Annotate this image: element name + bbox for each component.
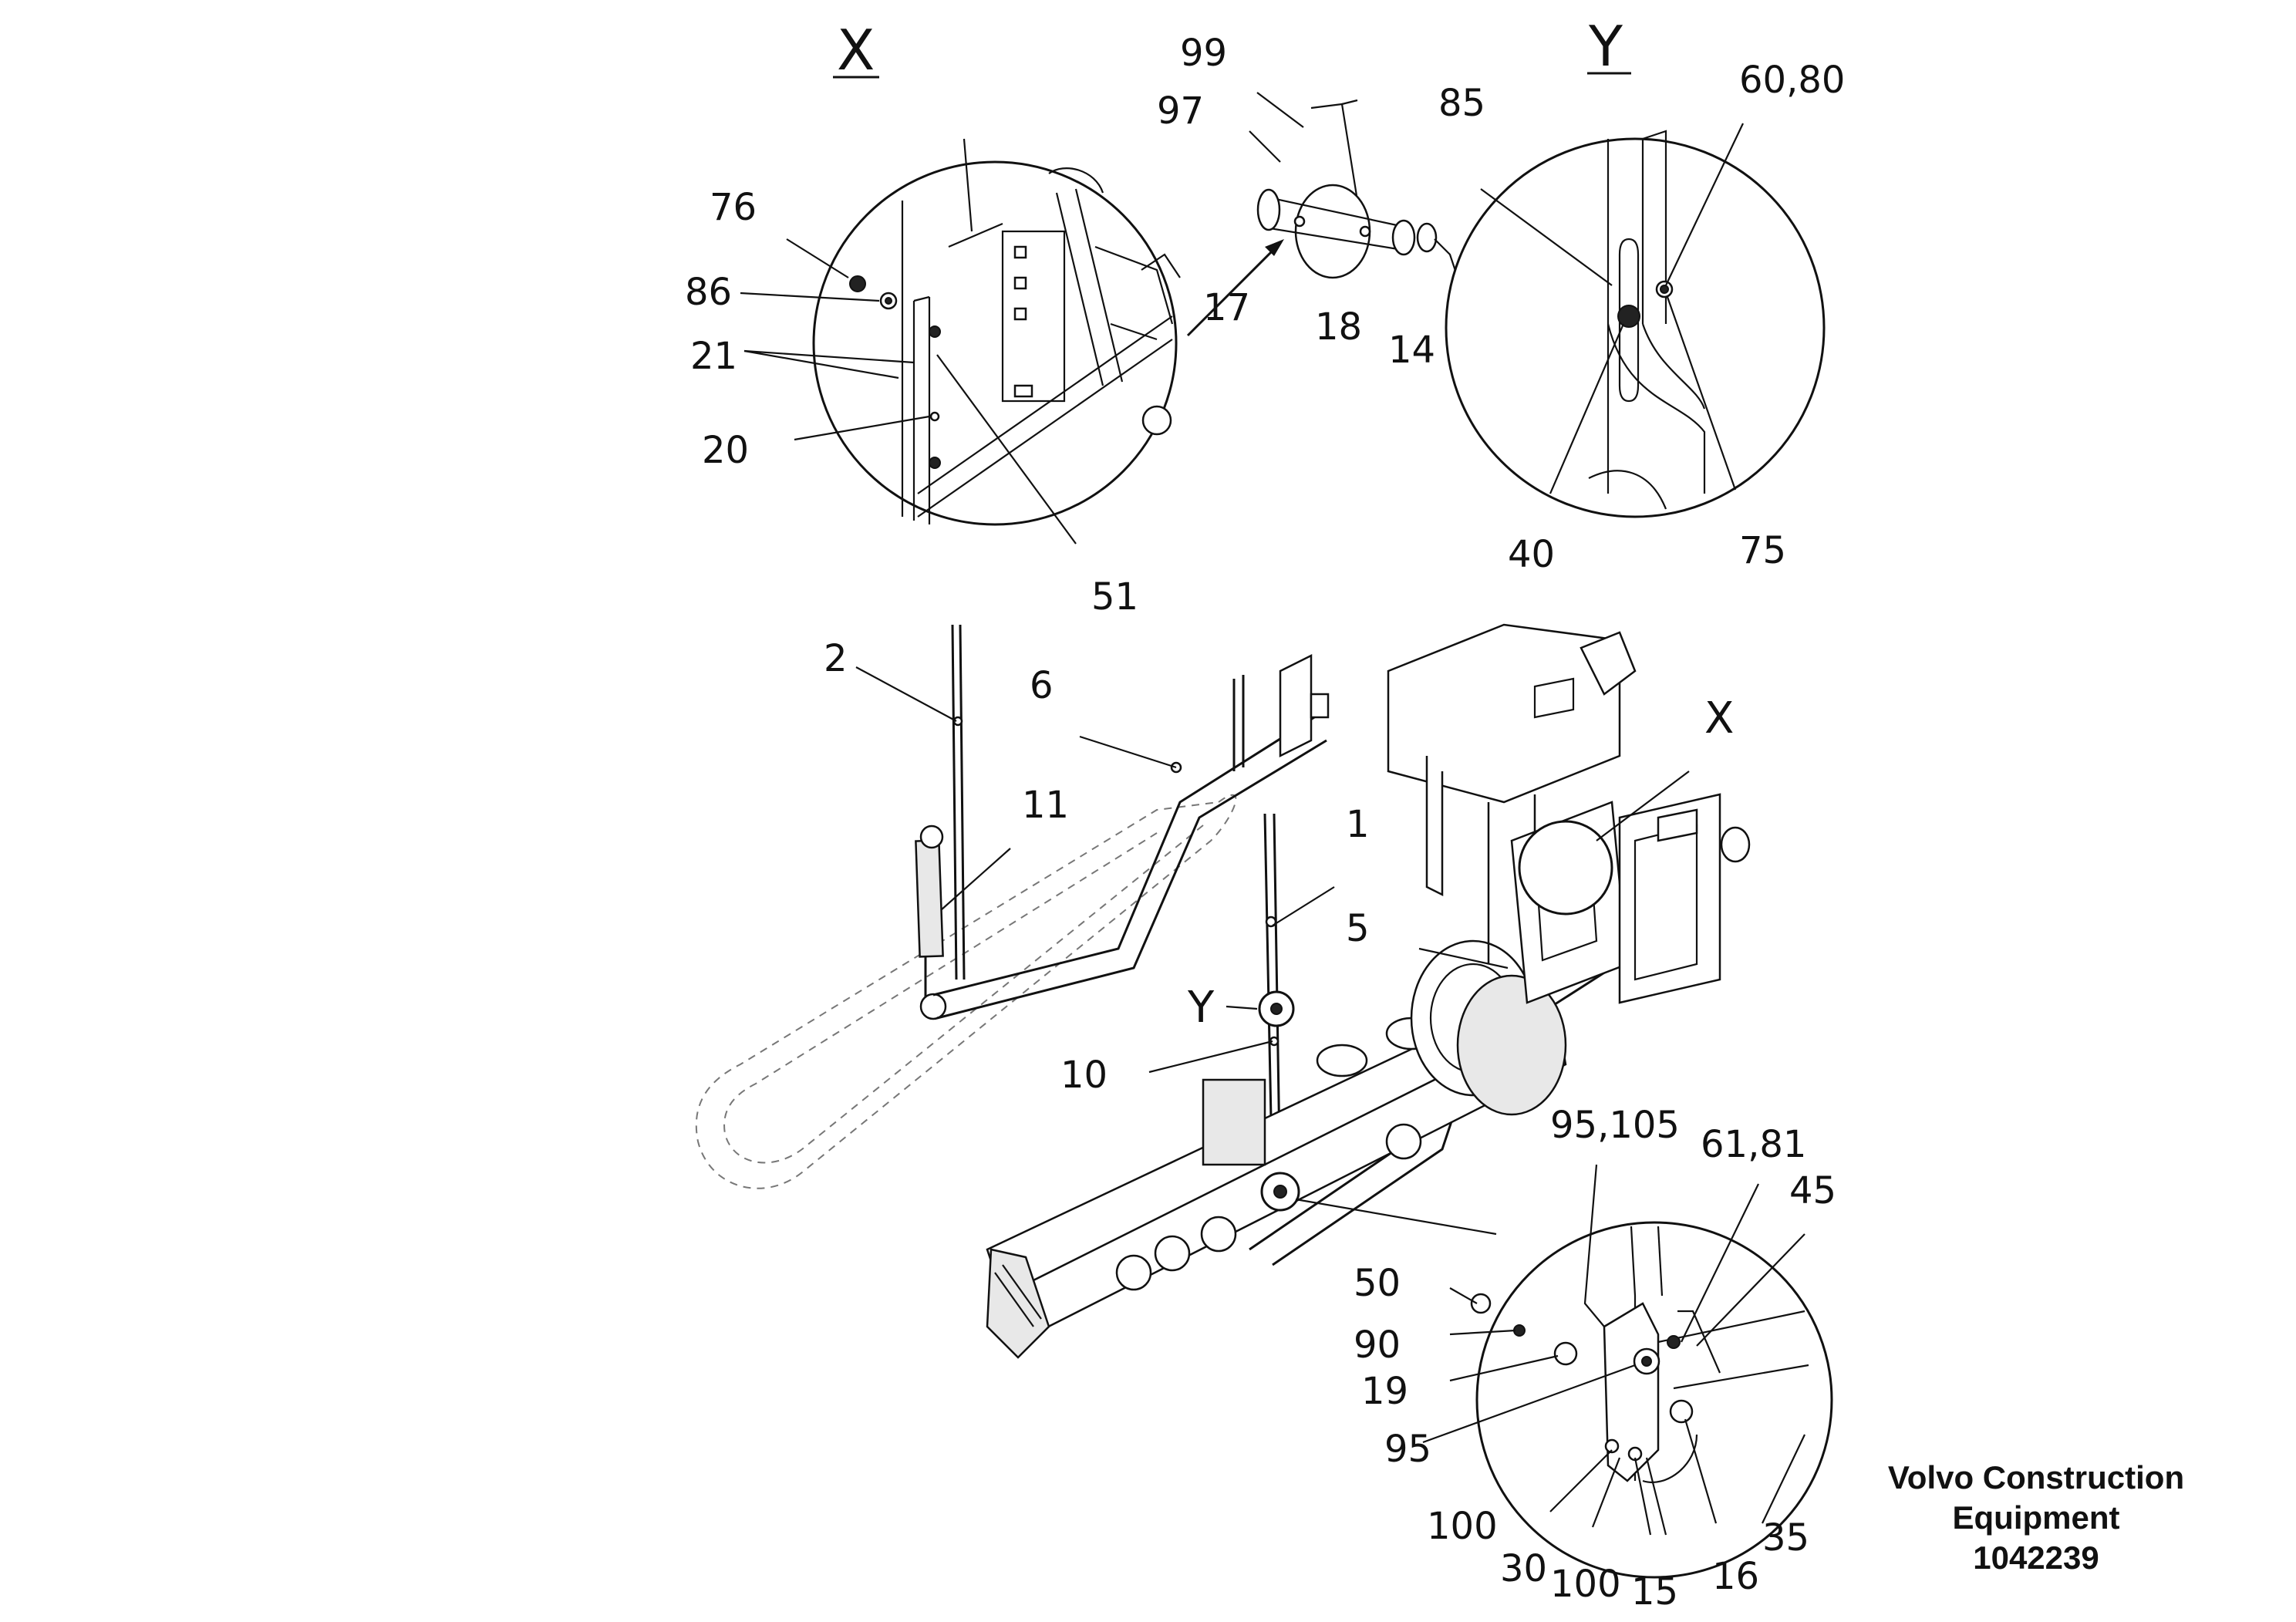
part-label-51: 51	[1091, 575, 1138, 619]
leader-lines	[740, 92, 1805, 1536]
part-label-30: 30	[1500, 1547, 1547, 1590]
part-label-61-81: 61,81	[1701, 1123, 1806, 1166]
view-marker-x: X	[1704, 693, 1734, 744]
part-label-35: 35	[1762, 1516, 1809, 1560]
part-label-16: 16	[1712, 1555, 1759, 1598]
part-label-75: 75	[1739, 529, 1786, 572]
part-label-50: 50	[1354, 1262, 1401, 1305]
detail-x-title: X	[837, 18, 875, 83]
part-label-99: 99	[1180, 32, 1227, 75]
part-label-11: 11	[1022, 784, 1069, 827]
part-label-20: 20	[702, 429, 749, 472]
part-label-85: 85	[1438, 82, 1485, 125]
part-label-5: 5	[1346, 907, 1370, 950]
part-label-90: 90	[1354, 1324, 1401, 1367]
part-label-10: 10	[1060, 1054, 1108, 1097]
part-label-95: 95	[1384, 1428, 1431, 1471]
part-label-86: 86	[685, 271, 732, 314]
part-label-2: 2	[824, 637, 848, 680]
part-label-19: 19	[1361, 1370, 1408, 1413]
part-label-6: 6	[1030, 664, 1054, 707]
part-label-17: 17	[1203, 286, 1250, 329]
main-assembly	[695, 623, 1751, 1359]
detail-y-view	[1445, 130, 1826, 518]
part-label-18: 18	[1315, 305, 1362, 349]
part-label-100-a: 100	[1427, 1505, 1498, 1548]
part-label-60-80: 60,80	[1739, 59, 1845, 102]
part-label-95-105: 95,105	[1550, 1104, 1680, 1147]
part-label-100-b: 100	[1550, 1563, 1621, 1606]
part-label-97: 97	[1157, 89, 1204, 133]
part-label-76: 76	[710, 186, 757, 229]
part-label-15: 15	[1631, 1570, 1678, 1614]
part-label-1: 1	[1346, 803, 1370, 846]
company-name-line1: Volvo Construction	[1887, 1459, 2185, 1496]
detail-x-arrow	[1186, 239, 1284, 337]
company-name-line2: Equipment	[1952, 1499, 2120, 1536]
bottom-detail-view	[1295, 1198, 1833, 1579]
manufacturer-caption: Volvo Construction Equipment 1042239	[1836, 1458, 2237, 1578]
detail-x-view	[812, 138, 1181, 526]
part-label-45: 45	[1789, 1169, 1836, 1212]
view-marker-y: Y	[1187, 983, 1215, 1033]
part-label-40: 40	[1508, 533, 1555, 576]
pin-assembly	[1256, 99, 1459, 279]
part-label-21: 21	[690, 335, 737, 378]
part-label-14: 14	[1388, 329, 1435, 372]
drawing-number: 1042239	[1973, 1539, 2099, 1576]
detail-y-title: Y	[1588, 14, 1623, 79]
